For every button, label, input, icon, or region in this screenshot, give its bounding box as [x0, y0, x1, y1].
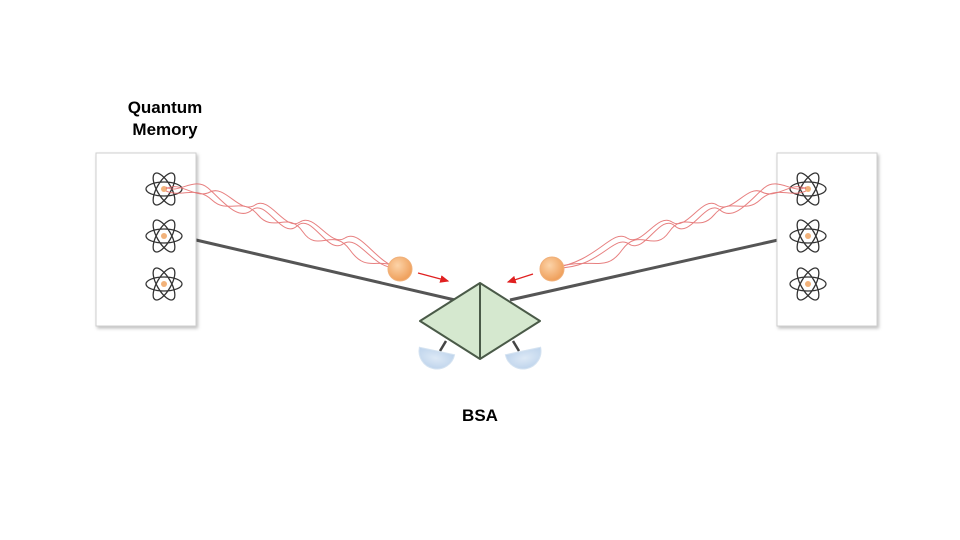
- beam-splitter-icon: [419, 282, 541, 360]
- right-fiber: [509, 238, 779, 302]
- quantum-memory-title: Quantum Memory: [95, 97, 235, 141]
- right-quantum-memory-box: [776, 152, 878, 327]
- quantum-memory-title-line2: Memory: [132, 120, 198, 139]
- atom-icon: [789, 219, 827, 253]
- left-fiber: [195, 238, 456, 302]
- left-detector-stem: [438, 340, 448, 352]
- photon-icon: [539, 256, 565, 282]
- left-quantum-memory-box: [95, 152, 197, 327]
- atom-icon: [789, 267, 827, 301]
- right-detector-stem: [511, 340, 521, 352]
- atom-icon: [145, 219, 183, 253]
- atom-icon: [145, 267, 183, 301]
- left-arrow: [417, 272, 450, 283]
- detector-icon: [504, 346, 542, 370]
- quantum-memory-title-line1: Quantum: [127, 98, 203, 117]
- detector-icon: [418, 346, 456, 370]
- bsa-label: BSA: [462, 406, 498, 425]
- left-photon-wavepacket: [165, 183, 399, 269]
- right-arrow: [506, 273, 534, 284]
- photon-icon: [387, 256, 413, 282]
- right-photon-wavepacket: [552, 183, 807, 269]
